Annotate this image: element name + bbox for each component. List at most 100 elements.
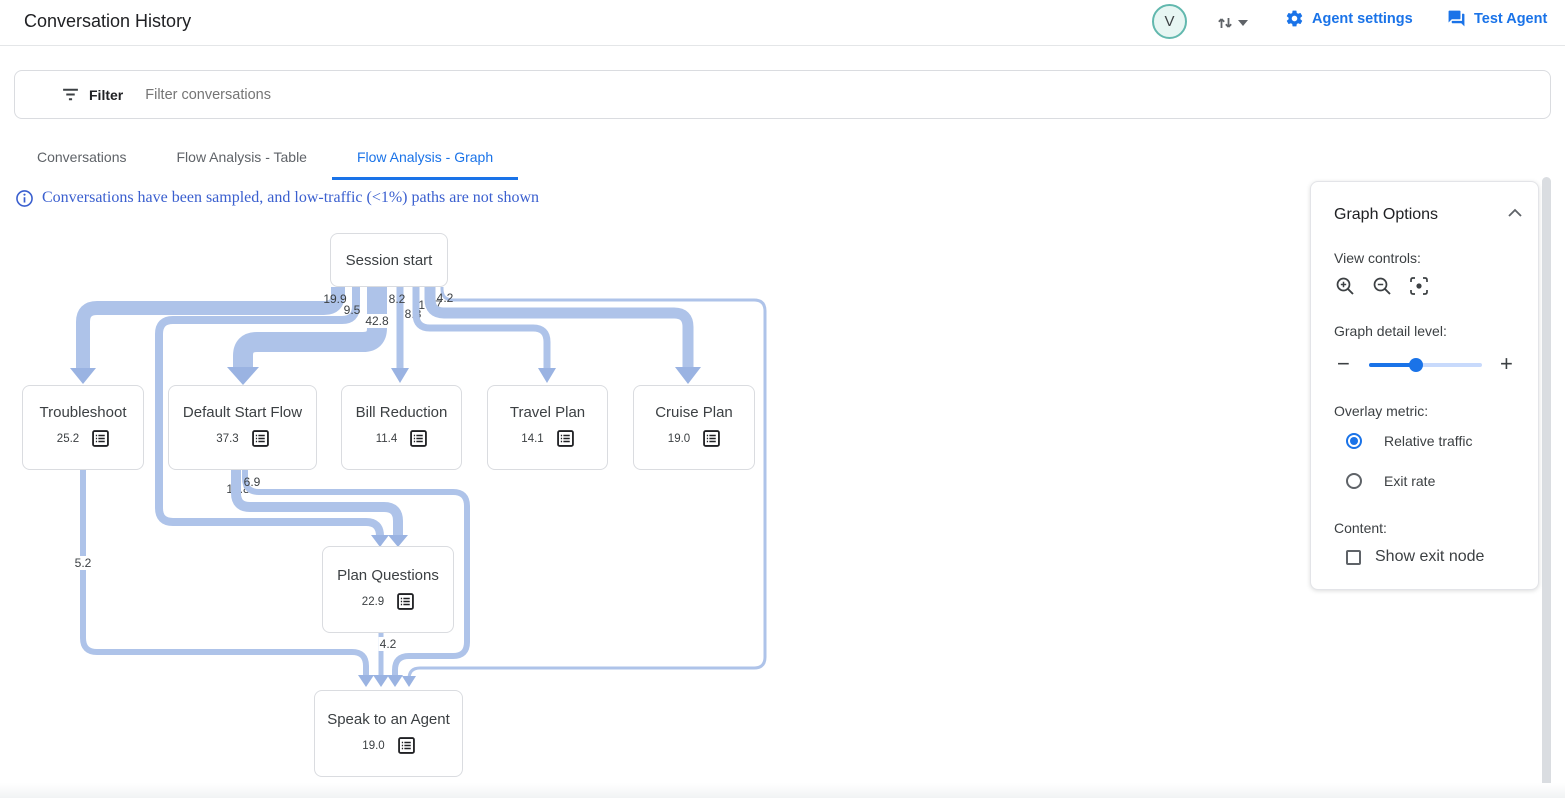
radio-exit-rate[interactable]: Exit rate: [1346, 473, 1435, 489]
node-details-icon[interactable]: [251, 430, 269, 447]
node-value: 22.9: [361, 595, 385, 608]
edge-value: 8.2: [388, 292, 406, 306]
node-plan-questions[interactable]: Plan Questions 22.9: [322, 546, 454, 633]
node-details-icon[interactable]: [92, 430, 110, 447]
node-session-start[interactable]: Session start: [330, 233, 448, 287]
edge-session-speak-loop: [407, 287, 767, 680]
edge-session-troubleshoot: [76, 287, 345, 370]
graph-options-panel: Graph Options View controls: Graph detai…: [1310, 181, 1539, 590]
vertical-scrollbar[interactable]: [1542, 177, 1551, 795]
edge-value: 4.2: [436, 291, 454, 305]
arrowhead: [227, 367, 259, 385]
node-title: Bill Reduction: [355, 404, 448, 421]
edge-value: 42.8: [364, 314, 390, 328]
edge-session-default-start-flow: [233, 287, 387, 370]
node-value: 19.0: [667, 432, 691, 445]
node-title: Troubleshoot: [39, 404, 127, 421]
arrowhead: [538, 368, 556, 383]
agent-settings-label: Agent settings: [1312, 10, 1413, 27]
radio-relative-traffic[interactable]: Relative traffic: [1346, 433, 1472, 449]
radio-label: Relative traffic: [1384, 433, 1473, 449]
edge-value: 6.9: [243, 475, 261, 489]
avatar-initial: V: [1164, 13, 1175, 30]
node-title: Session start: [345, 251, 433, 269]
checkbox-label: Show exit node: [1375, 548, 1485, 565]
checkbox-unchecked[interactable]: [1346, 549, 1361, 565]
view-controls-label: View controls:: [1334, 250, 1421, 266]
node-value: 11.4: [375, 432, 398, 445]
arrowhead: [675, 367, 701, 384]
avatar[interactable]: V: [1152, 4, 1187, 39]
edge-value: 9.5: [343, 303, 361, 317]
content-label: Content:: [1334, 520, 1387, 536]
node-details-icon[interactable]: [397, 593, 415, 610]
edge-value: 4.2: [378, 637, 398, 651]
zoom-out-icon[interactable]: [1372, 276, 1392, 296]
chevron-down-icon: [1238, 20, 1248, 26]
top-header: Conversation History V Agent settings Te…: [0, 0, 1565, 46]
node-default-start-flow[interactable]: Default Start Flow 37.3: [168, 385, 317, 470]
arrowhead: [371, 535, 389, 547]
graph-detail-slider: − +: [1311, 352, 1540, 378]
edge-session-cruise-plan: [424, 287, 694, 370]
tab-flow-analysis-graph[interactable]: Flow Analysis - Graph: [331, 140, 519, 180]
arrowhead: [391, 368, 409, 383]
page-title: Conversation History: [24, 11, 192, 31]
node-bill-reduction[interactable]: Bill Reduction 11.4: [341, 385, 462, 470]
arrowhead: [70, 368, 96, 384]
gear-icon: [1286, 10, 1303, 27]
tab-conversations[interactable]: Conversations: [37, 149, 127, 165]
radio-button-checked[interactable]: [1346, 433, 1362, 449]
node-troubleshoot[interactable]: Troubleshoot 25.2: [22, 385, 144, 470]
node-travel-plan[interactable]: Travel Plan 14.1: [487, 385, 608, 470]
filter-bar[interactable]: Filter: [14, 70, 1551, 119]
detail-increase-button[interactable]: +: [1500, 351, 1513, 376]
node-details-icon[interactable]: [556, 430, 574, 447]
sort-button[interactable]: [1216, 8, 1260, 38]
filter-label: Filter: [89, 86, 124, 103]
node-details-icon[interactable]: [703, 430, 721, 447]
graph-detail-label: Graph detail level:: [1334, 323, 1447, 339]
detail-slider-thumb[interactable]: [1409, 358, 1424, 372]
bottom-edge-strip: [0, 783, 1565, 798]
test-agent-button[interactable]: Test Agent: [1447, 9, 1547, 28]
radio-button-unchecked[interactable]: [1346, 473, 1362, 489]
node-speak-to-an-agent[interactable]: Speak to an Agent 19.0: [314, 690, 463, 777]
node-value: 37.3: [216, 432, 239, 445]
detail-decrease-button[interactable]: −: [1337, 351, 1350, 376]
node-details-icon[interactable]: [397, 737, 415, 754]
node-title: Travel Plan: [509, 404, 586, 421]
test-agent-label: Test Agent: [1474, 10, 1548, 27]
edge-default-speak: [242, 470, 470, 676]
edge-session-plan-questions: [155, 287, 384, 541]
arrowhead: [402, 676, 416, 687]
sort-arrows-icon: [1218, 18, 1232, 28]
show-exit-node-option[interactable]: Show exit node: [1346, 548, 1484, 566]
sampling-notice: Conversations have been sampled, and low…: [16, 189, 539, 207]
flow-edges: [70, 287, 767, 687]
node-title: Plan Questions: [337, 567, 439, 584]
arrowhead: [388, 535, 408, 547]
center-focus-icon[interactable]: [1409, 276, 1429, 296]
node-title: Speak to an Agent: [327, 711, 450, 728]
node-details-icon[interactable]: [410, 430, 428, 447]
edge-value: 5.2: [73, 556, 93, 570]
info-icon: [16, 189, 33, 207]
flow-graph-canvas[interactable]: 19.9 9.5 42.8 8.2 8.8 16.7 4.2 10.8 6.9 …: [0, 220, 1310, 798]
chevron-up-icon[interactable]: [1508, 208, 1522, 217]
filter-input[interactable]: [145, 86, 746, 103]
panel-title: Graph Options: [1334, 206, 1439, 223]
filter-icon: [63, 88, 78, 101]
detail-slider-track[interactable]: [1369, 358, 1482, 372]
node-title: Cruise Plan: [655, 404, 733, 421]
sampling-notice-text: Conversations have been sampled, and low…: [42, 189, 540, 206]
edge-troubleshoot-speak: [80, 470, 369, 676]
chat-icon: [1448, 10, 1465, 27]
agent-settings-button[interactable]: Agent settings: [1285, 9, 1413, 28]
zoom-in-icon[interactable]: [1335, 276, 1355, 296]
edge-default-plan-questions: [231, 470, 403, 541]
node-cruise-plan[interactable]: Cruise Plan 19.0: [633, 385, 755, 470]
node-value: 14.1: [521, 432, 544, 445]
tab-flow-analysis-table[interactable]: Flow Analysis - Table: [176, 149, 307, 165]
detail-slider-fill: [1369, 363, 1417, 367]
